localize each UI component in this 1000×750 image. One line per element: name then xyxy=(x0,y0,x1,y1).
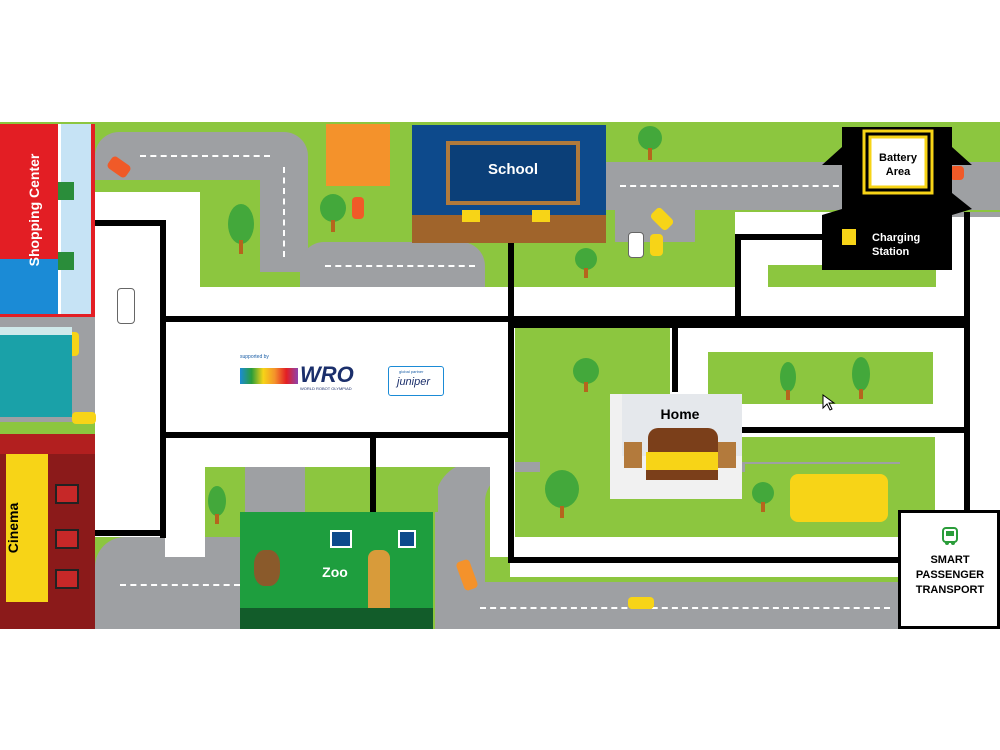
wro-caption: supported by xyxy=(240,354,269,360)
line-main-bottom xyxy=(160,432,510,438)
line-left-vertical xyxy=(160,220,166,538)
yellow-parking-pad xyxy=(790,474,888,522)
school-desk xyxy=(462,210,480,222)
shopping-center-facade xyxy=(58,124,91,314)
juniper-text: juniper xyxy=(397,376,431,388)
lane-bottom-left-vert xyxy=(165,462,205,557)
line-home-vertical xyxy=(672,322,678,392)
battery-area-shape xyxy=(822,127,972,270)
orange-building xyxy=(326,124,390,186)
shopping-center-label: Shopping Center xyxy=(26,153,42,267)
school: School xyxy=(412,125,606,243)
school-floor xyxy=(412,215,606,243)
home: Home xyxy=(610,394,742,499)
car-icon xyxy=(650,234,663,256)
school-label: School xyxy=(487,161,538,178)
car-icon xyxy=(628,232,644,258)
home-label: Home xyxy=(660,406,700,422)
car-icon xyxy=(352,197,364,219)
line-bottom-long xyxy=(508,557,903,563)
battery-area-label: Battery Area xyxy=(879,152,917,178)
shopping-center-awning xyxy=(58,182,74,200)
zoo-label: Zoo xyxy=(322,564,348,580)
line-main-top xyxy=(160,316,970,322)
line-center-vertical xyxy=(508,240,514,562)
zoo-foliage xyxy=(240,608,433,629)
lane-bottom-center xyxy=(375,437,510,467)
car-icon xyxy=(950,166,964,180)
line-left-bottom xyxy=(95,530,165,536)
juniper-logo: global partner juniper xyxy=(388,366,444,396)
tree-icon xyxy=(752,482,774,514)
dash-top-left-vert xyxy=(283,167,285,257)
cursor-icon xyxy=(822,394,836,412)
lane-left-vertical xyxy=(95,192,165,537)
home-bed-frame xyxy=(646,470,718,480)
line-upper-right-top xyxy=(735,234,835,240)
wro-text: WRO xyxy=(300,362,354,387)
tree-icon xyxy=(852,357,870,399)
tree-icon xyxy=(320,194,346,234)
cinema-seats xyxy=(55,529,79,549)
tree-icon xyxy=(208,486,226,526)
tree-icon xyxy=(228,204,254,256)
home-nightstand xyxy=(718,442,736,468)
school-blackboard xyxy=(446,141,580,205)
cinema-curtain-top xyxy=(0,434,95,454)
shopping-center-awning xyxy=(58,252,74,270)
road-zoo-top xyxy=(245,462,305,517)
city-map-board: Shopping Center Cinema School Battery Ar… xyxy=(0,122,1000,629)
car-icon xyxy=(117,288,135,324)
school-desk xyxy=(532,210,550,222)
wro-figures xyxy=(240,368,298,384)
cinema-seats xyxy=(55,569,79,589)
lane-top-left xyxy=(165,192,200,322)
dash-top-left xyxy=(140,155,270,157)
zoo-window xyxy=(330,530,352,548)
wro-subtitle: WORLD ROBOT OLYMPIAD xyxy=(300,386,352,391)
battery-area: Battery Area Charging Station xyxy=(822,127,972,270)
teal-building xyxy=(0,327,72,417)
lane-main-center xyxy=(165,317,510,437)
cinema-screen xyxy=(6,452,48,602)
shopping-center: Shopping Center xyxy=(0,124,95,317)
grass-block-zoo-gap xyxy=(378,462,438,512)
zoo-window xyxy=(398,530,416,548)
cinema-seats xyxy=(55,484,79,504)
shopping-center-base xyxy=(0,259,58,314)
tree-icon xyxy=(575,248,597,280)
dash-bottom-left xyxy=(120,584,240,586)
smart-passenger-transport: SMART PASSENGER TRANSPORT xyxy=(898,510,1000,629)
line-upper-right-vertical xyxy=(735,234,741,319)
dash-top-curve xyxy=(325,265,475,267)
tree-icon xyxy=(545,470,579,520)
grass-pocket-mid-right xyxy=(708,352,933,404)
tree-icon xyxy=(638,126,662,162)
line-zoo-vertical xyxy=(370,432,376,512)
home-bed-headboard xyxy=(648,428,718,454)
dash-bottom-right xyxy=(480,607,890,609)
car-icon xyxy=(72,412,96,424)
home-nightstand xyxy=(624,442,642,468)
cinema-label: Cinema xyxy=(5,502,21,554)
wro-logo: supported by WRO WORLD ROBOT OLYMPIAD xyxy=(240,354,365,394)
juniper-caption: global partner xyxy=(399,369,424,374)
line-home-top xyxy=(508,322,968,328)
bus-icon xyxy=(942,527,958,545)
home-bed xyxy=(646,452,718,470)
line-right-middle xyxy=(738,427,968,433)
tree-icon xyxy=(780,362,796,400)
zoo-monkey xyxy=(254,550,280,586)
charging-station-label: Charging Station xyxy=(872,232,921,258)
car-icon xyxy=(628,597,654,609)
zoo: Zoo xyxy=(240,512,433,629)
smart-passenger-transport-label: SMART PASSENGER TRANSPORT xyxy=(915,554,985,596)
tree-icon xyxy=(573,358,599,394)
dash-top-right xyxy=(620,185,920,187)
grass-pocket-top-right xyxy=(768,265,936,287)
line-left-top xyxy=(95,220,165,226)
zoo-giraffe xyxy=(368,550,390,626)
cinema: Cinema xyxy=(0,434,95,629)
line-right-vertical xyxy=(964,212,970,512)
